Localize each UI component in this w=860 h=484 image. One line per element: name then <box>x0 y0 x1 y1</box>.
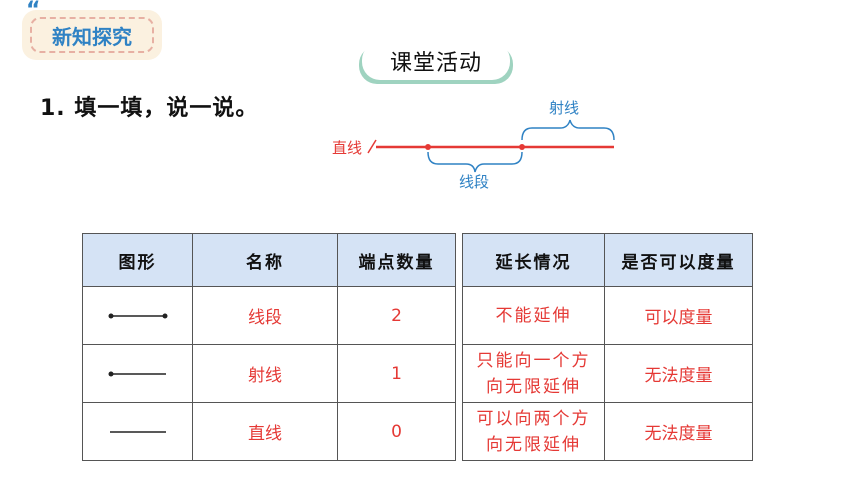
extension-line: 只能向一个方 <box>476 350 591 371</box>
diagram-segment-label: 线段 <box>459 173 489 191</box>
figure-line-cell <box>82 402 193 461</box>
segment-figure <box>108 313 167 318</box>
table-row: 只能向一个方 向无限延伸 无法度量 <box>462 344 753 403</box>
measurable-cell: 无法度量 <box>604 344 753 403</box>
ray-figure <box>108 371 166 376</box>
table-row: 直线 0 <box>82 402 456 461</box>
table-row: 线段 2 <box>82 286 456 345</box>
header-measurable: 是否可以度量 <box>604 233 753 287</box>
extension-cell: 不能延伸 <box>462 286 605 345</box>
extension-line: 向无限延伸 <box>486 376 581 397</box>
endpoints-cell: 2 <box>337 286 456 345</box>
header-name: 名称 <box>192 233 338 287</box>
name-cell: 直线 <box>192 402 338 461</box>
table-header-row: 图形 名称 端点数量 <box>82 233 456 287</box>
ray-brace <box>521 119 615 141</box>
figure-ray-cell <box>82 344 193 403</box>
table-row: 可以向两个方 向无限延伸 无法度量 <box>462 402 753 461</box>
table-header-row: 延长情况 是否可以度量 <box>462 233 753 287</box>
endpoints-cell: 0 <box>337 402 456 461</box>
property-table: 延长情况 是否可以度量 不能延伸 可以度量 只能向一个方 向无限延伸 无法度量 … <box>462 233 753 461</box>
table-row: 射线 1 <box>82 344 456 403</box>
segment-brace <box>427 151 523 173</box>
header-figure: 图形 <box>82 233 193 287</box>
name-cell: 线段 <box>192 286 338 345</box>
badge-frame: 新知探究 <box>30 17 154 53</box>
line-start-tick <box>367 139 377 154</box>
endpoints-cell: 1 <box>337 344 456 403</box>
section-badge: 新知探究 <box>22 10 162 60</box>
section-title: 课堂活动 <box>362 42 510 80</box>
extension-cell: 可以向两个方 向无限延伸 <box>462 402 605 461</box>
segment-end-point <box>519 144 525 150</box>
header-endpoints: 端点数量 <box>337 233 456 287</box>
diagram-ray-label: 射线 <box>549 99 579 117</box>
name-cell: 射线 <box>192 344 338 403</box>
table-row: 不能延伸 可以度量 <box>462 286 753 345</box>
figure-table: 图形 名称 端点数量 线段 2 射线 1 直线 0 <box>82 233 456 461</box>
extension-line: 向无限延伸 <box>486 434 581 455</box>
measurable-cell: 无法度量 <box>604 402 753 461</box>
quote-icon: “ <box>26 0 41 23</box>
measurable-cell: 可以度量 <box>604 286 753 345</box>
extension-line: 不能延伸 <box>495 305 572 326</box>
diagram-line-label: 直线 <box>332 139 362 157</box>
header-extension: 延长情况 <box>462 233 605 287</box>
question-text: 1. 填一填，说一说。 <box>40 96 259 121</box>
extension-cell: 只能向一个方 向无限延伸 <box>462 344 605 403</box>
extension-line: 可以向两个方 <box>476 408 591 429</box>
line-figure <box>109 430 166 433</box>
badge-label: 新知探究 <box>52 24 132 49</box>
segment-start-point <box>425 144 431 150</box>
figure-segment-cell <box>82 286 193 345</box>
